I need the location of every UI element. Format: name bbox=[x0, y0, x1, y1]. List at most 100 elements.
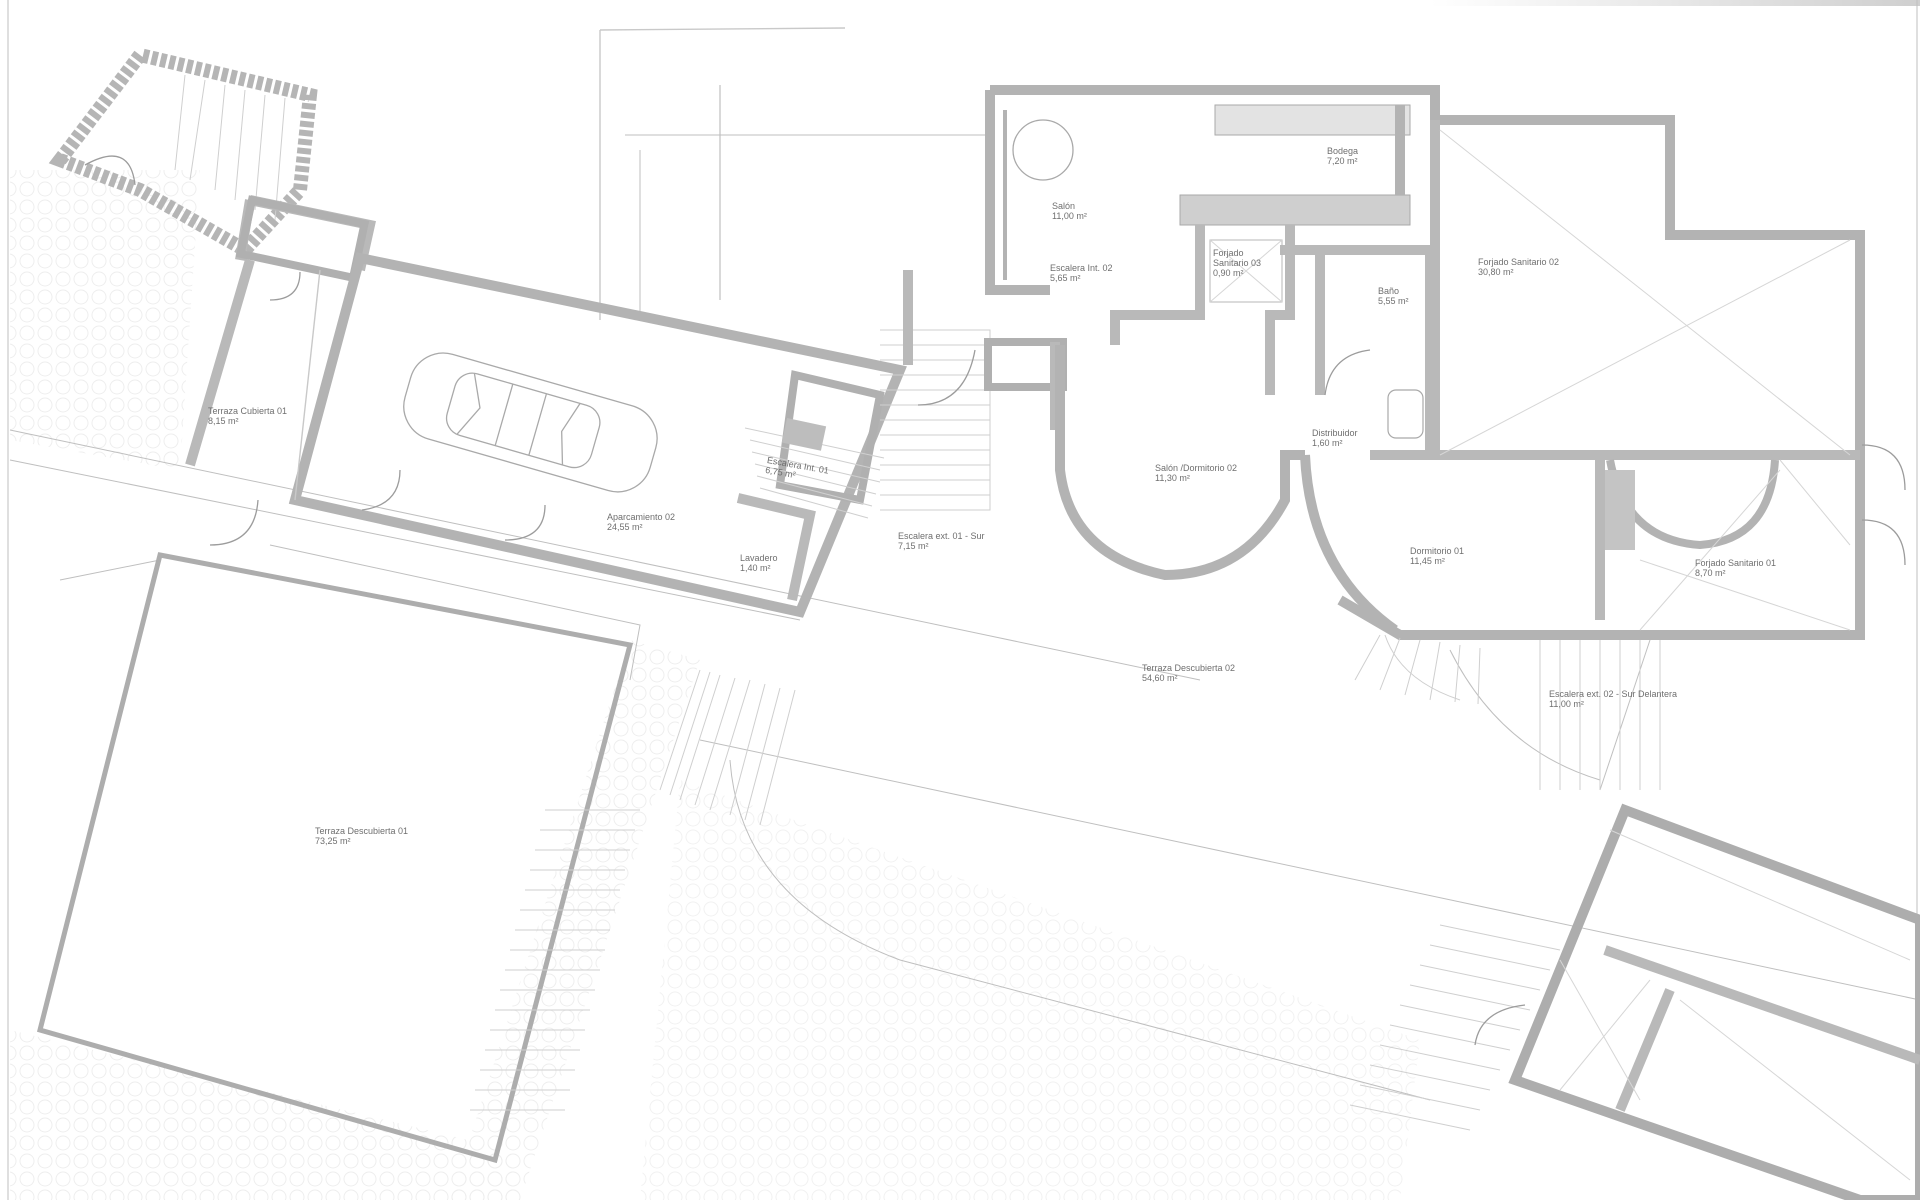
site-line bbox=[269, 544, 641, 681]
stair-escalera-int-01 bbox=[744, 370, 885, 519]
stair-landing bbox=[781, 418, 827, 451]
door-arc bbox=[1861, 444, 1906, 566]
site-line bbox=[9, 429, 1201, 681]
stair-escalera-ext-02 bbox=[1354, 634, 1661, 790]
door-arc bbox=[504, 504, 546, 541]
stone-wall-lines bbox=[174, 74, 286, 221]
wc-fixture bbox=[1387, 389, 1424, 439]
room-area: 11,00 m² bbox=[1549, 699, 1584, 709]
door-arc bbox=[1474, 1004, 1526, 1046]
room-area: 11,45 m² bbox=[1410, 556, 1445, 566]
room-name: Salón /Dormitorio 02 bbox=[1155, 463, 1238, 473]
room-name: Escalera Int. 02 bbox=[1050, 263, 1113, 273]
door-arc bbox=[84, 155, 136, 186]
bodega-counter bbox=[1179, 194, 1411, 226]
room-name: Forjado Sanitario 03 bbox=[1213, 248, 1262, 268]
room-area: 1,40 m² bbox=[740, 563, 771, 573]
room-name: Salón bbox=[1052, 201, 1076, 211]
stair-escalera-ext-01 bbox=[880, 329, 991, 511]
door-arc bbox=[269, 271, 301, 301]
site-line bbox=[625, 134, 991, 260]
paving-bottom-left bbox=[10, 1030, 520, 1200]
door-arc bbox=[1324, 349, 1371, 396]
small-room-top bbox=[235, 195, 370, 283]
room-area: 5,65 m² bbox=[1050, 273, 1081, 283]
room-area: 8,15 m² bbox=[208, 416, 239, 426]
room-name: Distribuidor bbox=[1312, 428, 1358, 438]
room-area: 8,70 m² bbox=[1695, 568, 1726, 578]
room-name: Forjado Sanitario 01 bbox=[1695, 558, 1777, 568]
site-line bbox=[59, 559, 161, 581]
title-strip bbox=[1430, 0, 1920, 6]
site-line bbox=[1449, 649, 1601, 781]
bodega-shelving bbox=[1214, 104, 1411, 136]
stair-bottom-middle bbox=[1349, 924, 1561, 1131]
round-table bbox=[1012, 119, 1074, 181]
room-name: Escalera ext. 01 - Sur bbox=[898, 531, 985, 541]
room-area: 7,20 m² bbox=[1327, 156, 1358, 166]
room-area: 24,55 m² bbox=[607, 522, 643, 532]
room-name: Terraza Descubierta 02 bbox=[1142, 663, 1236, 673]
room-name: Escalera ext. 02 - Sur Delantera bbox=[1549, 689, 1678, 699]
interior-wall bbox=[1265, 225, 1295, 395]
forjado-03-diag bbox=[1209, 239, 1283, 303]
room-name: Lavadero bbox=[740, 553, 778, 563]
site-line bbox=[699, 739, 1920, 1001]
bay-window-salon bbox=[1055, 345, 1305, 581]
room-area: 11,00 m² bbox=[1052, 211, 1087, 221]
terraza-descubierta-01 bbox=[36, 552, 634, 1164]
lavadero-wall bbox=[736, 493, 816, 602]
room-name: Baño bbox=[1378, 286, 1400, 296]
stone-wall bbox=[48, 47, 318, 259]
forjado-01-diag bbox=[1639, 459, 1851, 631]
room-name: Terraza Descubierta 01 bbox=[315, 826, 409, 836]
site-line bbox=[9, 459, 801, 621]
site-line bbox=[729, 759, 1431, 1101]
room-area: 54,60 m² bbox=[1142, 673, 1178, 683]
room-area: 0,90 m² bbox=[1213, 268, 1244, 278]
stair-small bbox=[1605, 470, 1635, 550]
paving-bottom bbox=[640, 780, 1420, 1200]
room-name: Terraza Cubierta 01 bbox=[208, 406, 288, 416]
room-area: 5,55 m² bbox=[1378, 296, 1409, 306]
garage-wall-inner bbox=[294, 269, 321, 501]
room-area: 73,25 m² bbox=[315, 836, 351, 846]
door-arc bbox=[361, 469, 401, 511]
paving-left bbox=[10, 170, 200, 470]
paving-strip bbox=[450, 640, 700, 1200]
forjado-03-box bbox=[1209, 239, 1283, 303]
room-name: Dormitorio 01 bbox=[1410, 546, 1465, 556]
room-area: 7,15 m² bbox=[898, 541, 929, 551]
aparcamiento-wall bbox=[288, 252, 907, 618]
forjado-02-diag bbox=[1439, 129, 1851, 456]
house-wall-top bbox=[990, 85, 1865, 640]
room-area: 11,30 m² bbox=[1155, 473, 1190, 483]
room-name: Bodega bbox=[1327, 146, 1359, 156]
interior-wall bbox=[1110, 225, 1205, 345]
pool-diag bbox=[1559, 829, 1911, 1181]
bay-window-dormitorio bbox=[1300, 454, 1398, 635]
room-area: 1,60 m² bbox=[1312, 438, 1343, 448]
site-line bbox=[1599, 639, 1651, 791]
site-line bbox=[599, 27, 846, 31]
house-wall-left bbox=[985, 90, 1050, 295]
door-arc bbox=[917, 349, 976, 406]
room-area: 30,80 m² bbox=[1478, 267, 1514, 277]
